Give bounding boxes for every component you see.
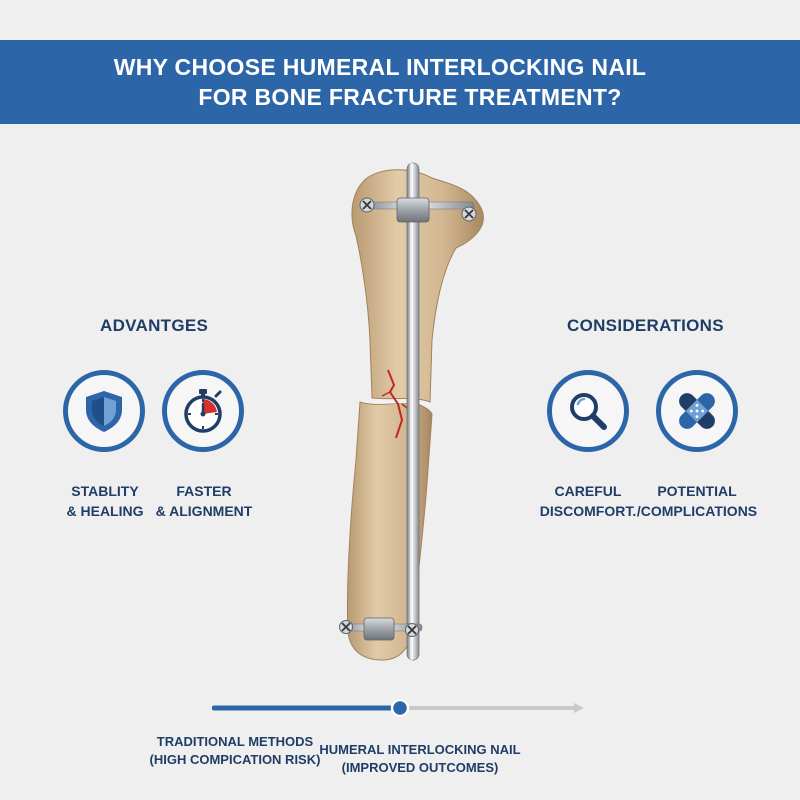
advantages-heading: ADVANTGES bbox=[100, 316, 209, 335]
arrow-right-icon bbox=[574, 703, 584, 713]
interlocking-nail-label: HUMERAL INTERLOCKING NAIL (IMPROVED OUTC… bbox=[319, 742, 521, 775]
careful-label: CAREFUL DISCOMFORT. bbox=[539, 483, 637, 519]
faster-label: FASTER & ALIGNMENT bbox=[155, 483, 253, 519]
traditional-methods-label: TRADITIONAL METHODS (HIGH COMPICATION RI… bbox=[149, 734, 321, 767]
bottom-left-screw-icon bbox=[339, 620, 353, 634]
magnifier-icon bbox=[570, 393, 607, 430]
page-title-line1: WHY CHOOSE HUMERAL INTERLOCKING NAIL bbox=[113, 54, 647, 80]
speed-icon-badge bbox=[162, 370, 244, 452]
humerus-nail-illustration bbox=[300, 150, 500, 680]
bandage-icon bbox=[679, 393, 715, 429]
complications-icon-badge bbox=[656, 370, 738, 452]
humerus-bone-illustration bbox=[339, 162, 484, 661]
stability-icon-badge bbox=[63, 370, 145, 452]
stability-label: STABLITY & HEALING bbox=[66, 483, 144, 519]
stopwatch-icon bbox=[184, 389, 222, 433]
potential-label: POTENTIAL /COMPLICATIONS bbox=[636, 483, 758, 519]
outcome-timeline bbox=[211, 696, 592, 720]
timeline-marker bbox=[390, 698, 410, 718]
header-banner: WHY CHOOSE HUMERAL INTERLOCKING NAIL FOR… bbox=[0, 40, 800, 124]
timeline-track bbox=[211, 698, 584, 718]
top-left-screw-icon bbox=[359, 197, 375, 213]
careful-icon-badge bbox=[547, 370, 629, 452]
shield-icon bbox=[86, 391, 122, 432]
considerations-heading: CONSIDERATIONS bbox=[567, 316, 724, 335]
bottom-right-screw-icon bbox=[405, 623, 419, 637]
top-right-screw-icon bbox=[461, 206, 477, 222]
page-title-line2: FOR BONE FRACTURE TREATMENT? bbox=[198, 84, 622, 110]
